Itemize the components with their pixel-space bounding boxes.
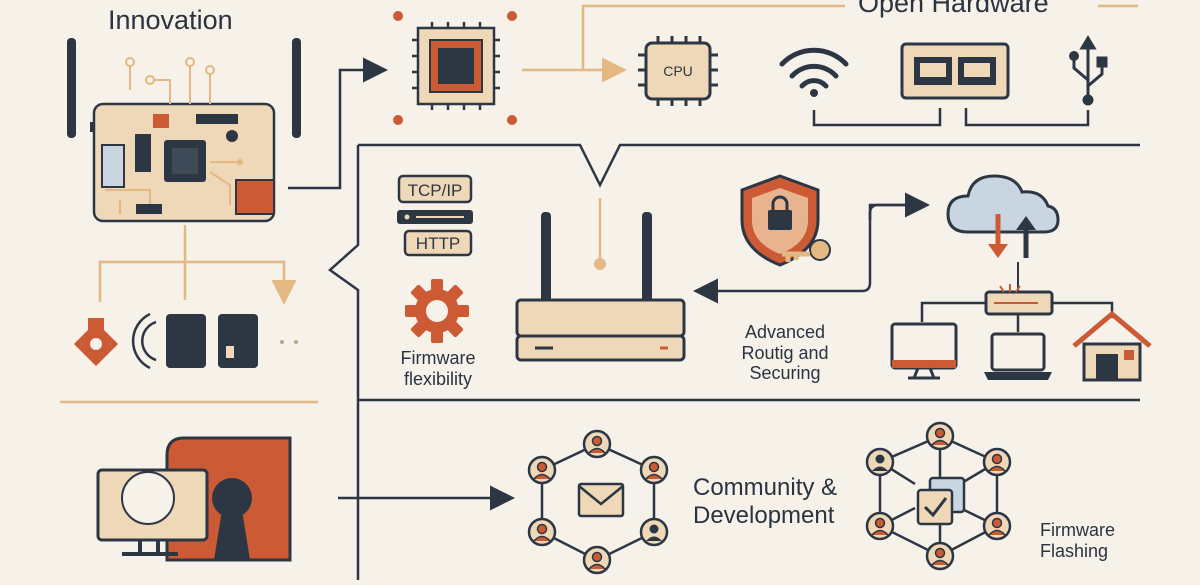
circuit-board-icon [67, 38, 301, 223]
ethernet-ports-icon [900, 42, 1010, 100]
heading-innovation: Innovation [108, 5, 233, 35]
key-icon [782, 239, 831, 262]
network-switch-icon [984, 284, 1054, 316]
wifi-icon [779, 47, 849, 97]
hardware-connector [522, 4, 1138, 72]
monitor-icon [890, 322, 958, 380]
hardware-bracket [812, 108, 1090, 127]
laptop-icon [984, 332, 1052, 380]
protocol-stack-icon [397, 174, 473, 257]
chip-icon [393, 11, 517, 125]
checklist-icon [916, 476, 966, 526]
cpu-label: CPU [663, 63, 693, 79]
shield-lock-icon [740, 174, 820, 267]
usb-icon [1069, 35, 1108, 106]
desktop-monitor-icon [96, 468, 209, 556]
gear-icon [405, 279, 469, 343]
branch-connector [98, 225, 297, 305]
frame-lines [288, 57, 1140, 580]
router-connector-dot [594, 258, 606, 270]
protocol-http: HTTP [416, 234, 460, 253]
cloud-arrow [868, 192, 930, 220]
community-network-icon [527, 429, 669, 575]
rfid-card-icon [131, 312, 298, 370]
label-advanced-routing: Advanced Routig and Securing [741, 322, 829, 384]
router-icon [515, 212, 686, 362]
tag-icon [74, 318, 118, 366]
heading-open-hardware: Open Hardware [858, 0, 1049, 18]
cloud-sync-icon [946, 174, 1060, 258]
label-firmware-flexibility: Firmware flexibility [400, 348, 476, 389]
community-network-icon-2 [865, 421, 1012, 571]
label-firmware-flashing: Firmware Flashing [1040, 520, 1115, 561]
mail-icon [577, 482, 625, 518]
heading-community-development: Community & Development [693, 474, 838, 529]
home-icon [1072, 310, 1152, 382]
cpu-icon [638, 36, 718, 106]
protocol-tcpip: TCP/IP [408, 181, 463, 200]
